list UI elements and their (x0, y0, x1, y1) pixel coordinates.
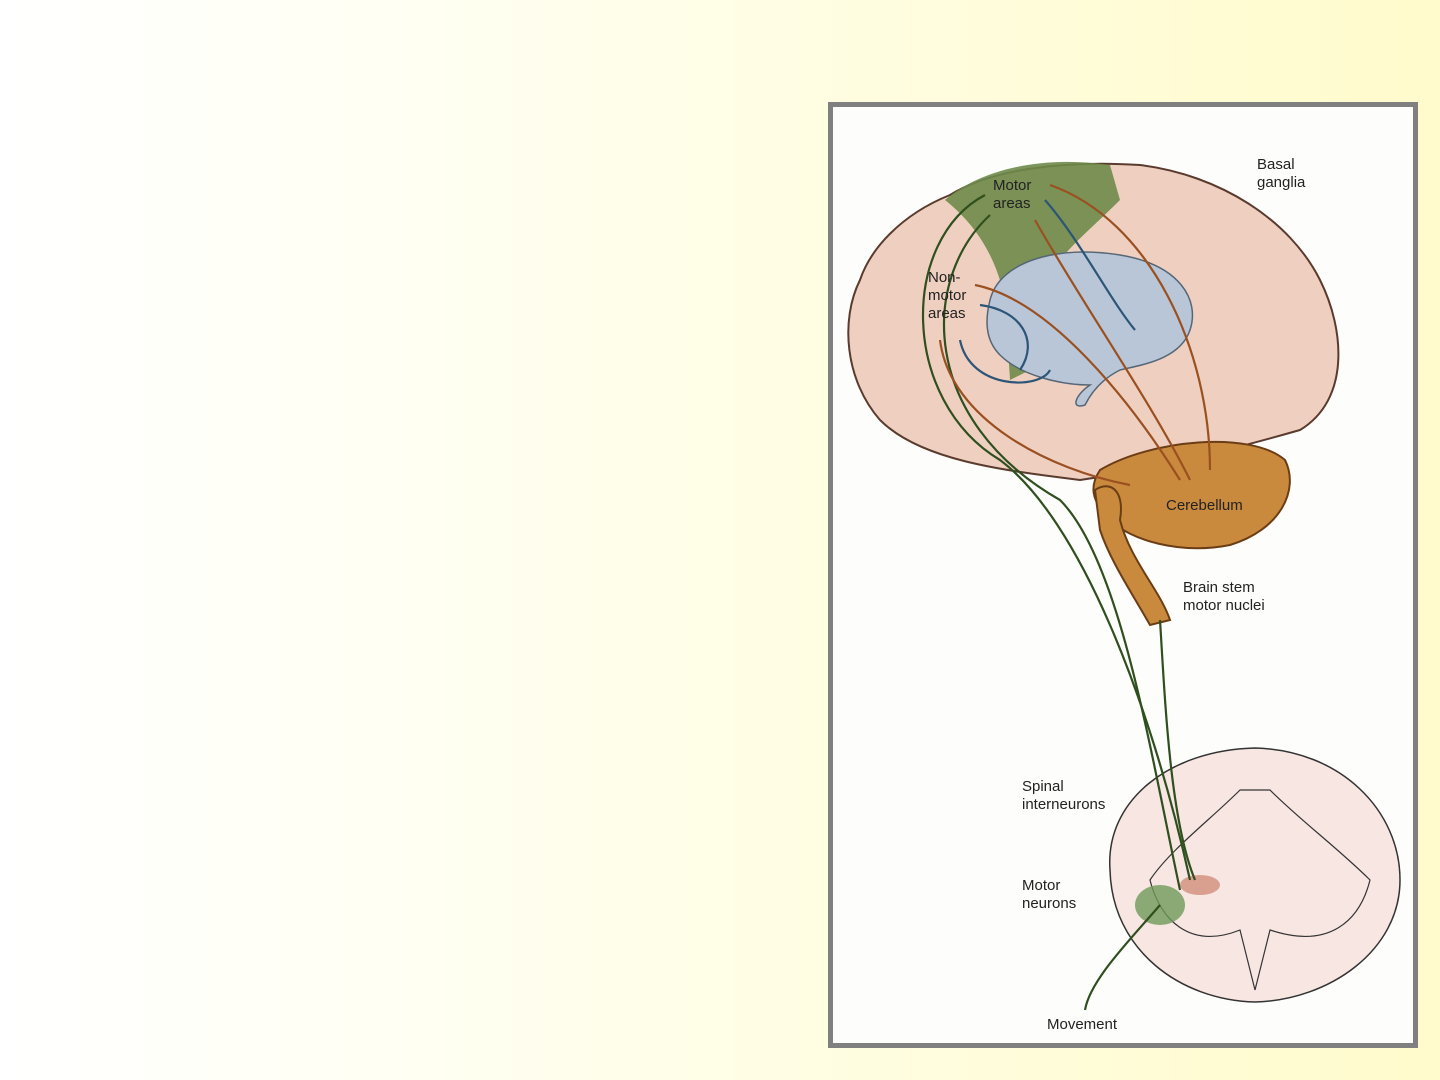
label-line: Motor (993, 177, 1032, 194)
basal-ganglia-pathway-3 (958, 339, 1051, 384)
label-motor-areas: Motor areas (993, 177, 1031, 213)
label-line: Non- (928, 269, 961, 286)
label-line: motor nuclei (1183, 597, 1265, 614)
cerebellar-pathway-4 (974, 283, 1181, 481)
cerebellar-pathway-2 (1049, 183, 1212, 471)
cerebellar-pathway-3 (938, 339, 1131, 487)
movement-pathway (1083, 904, 1161, 1011)
brain-stem-shape (1093, 485, 1172, 627)
label-cerebellum: Cerebellum (1166, 497, 1243, 514)
label-line: motor (928, 287, 967, 304)
label-movement: Movement (1047, 1016, 1118, 1033)
label-line: areas (993, 195, 1031, 212)
label-line: areas (928, 305, 966, 322)
motor-pathway-3 (1158, 619, 1197, 881)
label-line: Motor (1022, 877, 1061, 894)
label-non-motor-areas: Non- motor areas (928, 269, 966, 323)
label-line: Spinal (1022, 778, 1064, 795)
spinal-cord-section (1109, 747, 1401, 1003)
motor-pathway-1 (922, 194, 1192, 881)
label-line: neurons (1022, 895, 1077, 912)
basal-ganglia-pathway-1 (1044, 199, 1136, 331)
label-line: Brain stem (1183, 579, 1255, 596)
cerebellar-pathway-1 (1034, 219, 1191, 481)
label-line: interneurons (1022, 796, 1106, 813)
motor-pathway-2 (942, 214, 1182, 891)
label-basal-ganglia: Basal ganglia (1257, 156, 1305, 192)
spinal-grey-matter (1149, 789, 1371, 991)
basal-ganglia-pathway-2 (979, 303, 1029, 371)
label-line: Basal (1257, 156, 1295, 173)
label-motor-neurons: Motor neurons (1022, 877, 1076, 913)
label-spinal-interneurons: Spinal interneurons (1022, 778, 1105, 814)
label-brain-stem: Brain stem motor nuclei (1183, 579, 1265, 615)
interneuron-region (1180, 875, 1220, 895)
label-line: ganglia (1257, 174, 1306, 191)
